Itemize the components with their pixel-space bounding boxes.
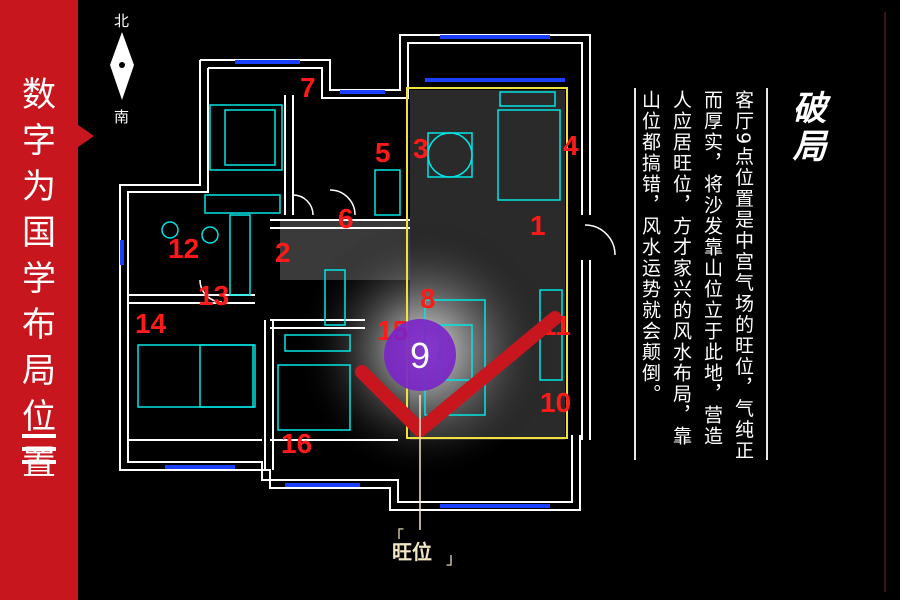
- door-arcs: [199, 189, 616, 303]
- marker-number: 9: [410, 335, 430, 376]
- room-number: 13: [198, 280, 229, 311]
- sidebar-pointer-icon: [78, 125, 94, 147]
- sidebar-title-char: 位: [22, 397, 56, 437]
- sidebar-title-char: 为: [22, 167, 56, 207]
- sidebar-title-char: 学: [22, 259, 56, 299]
- divider-line: [634, 88, 636, 460]
- divider-line: [766, 88, 768, 460]
- room-number: 6: [338, 203, 354, 234]
- room-number: 12: [168, 233, 199, 264]
- sidebar-title-char: 国: [22, 213, 56, 253]
- room-number: 2: [275, 237, 291, 268]
- sidebar-title-char: 局: [22, 351, 56, 391]
- floor-plan: 1 2 3 4 5 6 7 8 10 11 12 13 14 15 16 9 「…: [110, 32, 616, 568]
- room-number: 3: [413, 133, 429, 164]
- sidebar-title: 数 字 为 国 学 布 局 位 置: [12, 72, 66, 486]
- room-number: 14: [135, 308, 167, 339]
- walls: [119, 34, 591, 511]
- room-number: 1: [530, 210, 546, 241]
- room-number: 10: [540, 387, 571, 418]
- compass-north-label: 北: [114, 12, 130, 30]
- panel-paragraph: 客厅9点位置是中宫气场的旺位，气纯正而厚实，将沙发靠山位立于此地，营造人应居旺位…: [639, 90, 754, 462]
- sidebar-title-char: 数: [22, 75, 56, 115]
- room-number: 4: [563, 130, 579, 161]
- compass-south-label: 南: [114, 108, 130, 126]
- bracket-open: 「: [388, 527, 404, 546]
- room-number: 7: [300, 72, 316, 103]
- panel-heading: 破局: [786, 90, 826, 166]
- sidebar-title-char: 布: [22, 305, 56, 345]
- frame-edge: [884, 12, 886, 592]
- sidebar-title-char: 字: [22, 121, 56, 161]
- room-number: 5: [375, 137, 391, 168]
- marker-label: 旺位: [392, 540, 432, 564]
- three-lines-icon: [22, 434, 56, 473]
- title-sidebar: 数 字 为 国 学 布 局 位 置: [0, 0, 78, 600]
- bracket-close: 」: [446, 549, 462, 568]
- compass-icon: [110, 32, 134, 100]
- room-number: 8: [420, 283, 436, 314]
- living-room-outline: [406, 87, 568, 439]
- windows: [120, 35, 565, 508]
- room-number: 16: [281, 428, 312, 459]
- position-marker: [384, 319, 456, 391]
